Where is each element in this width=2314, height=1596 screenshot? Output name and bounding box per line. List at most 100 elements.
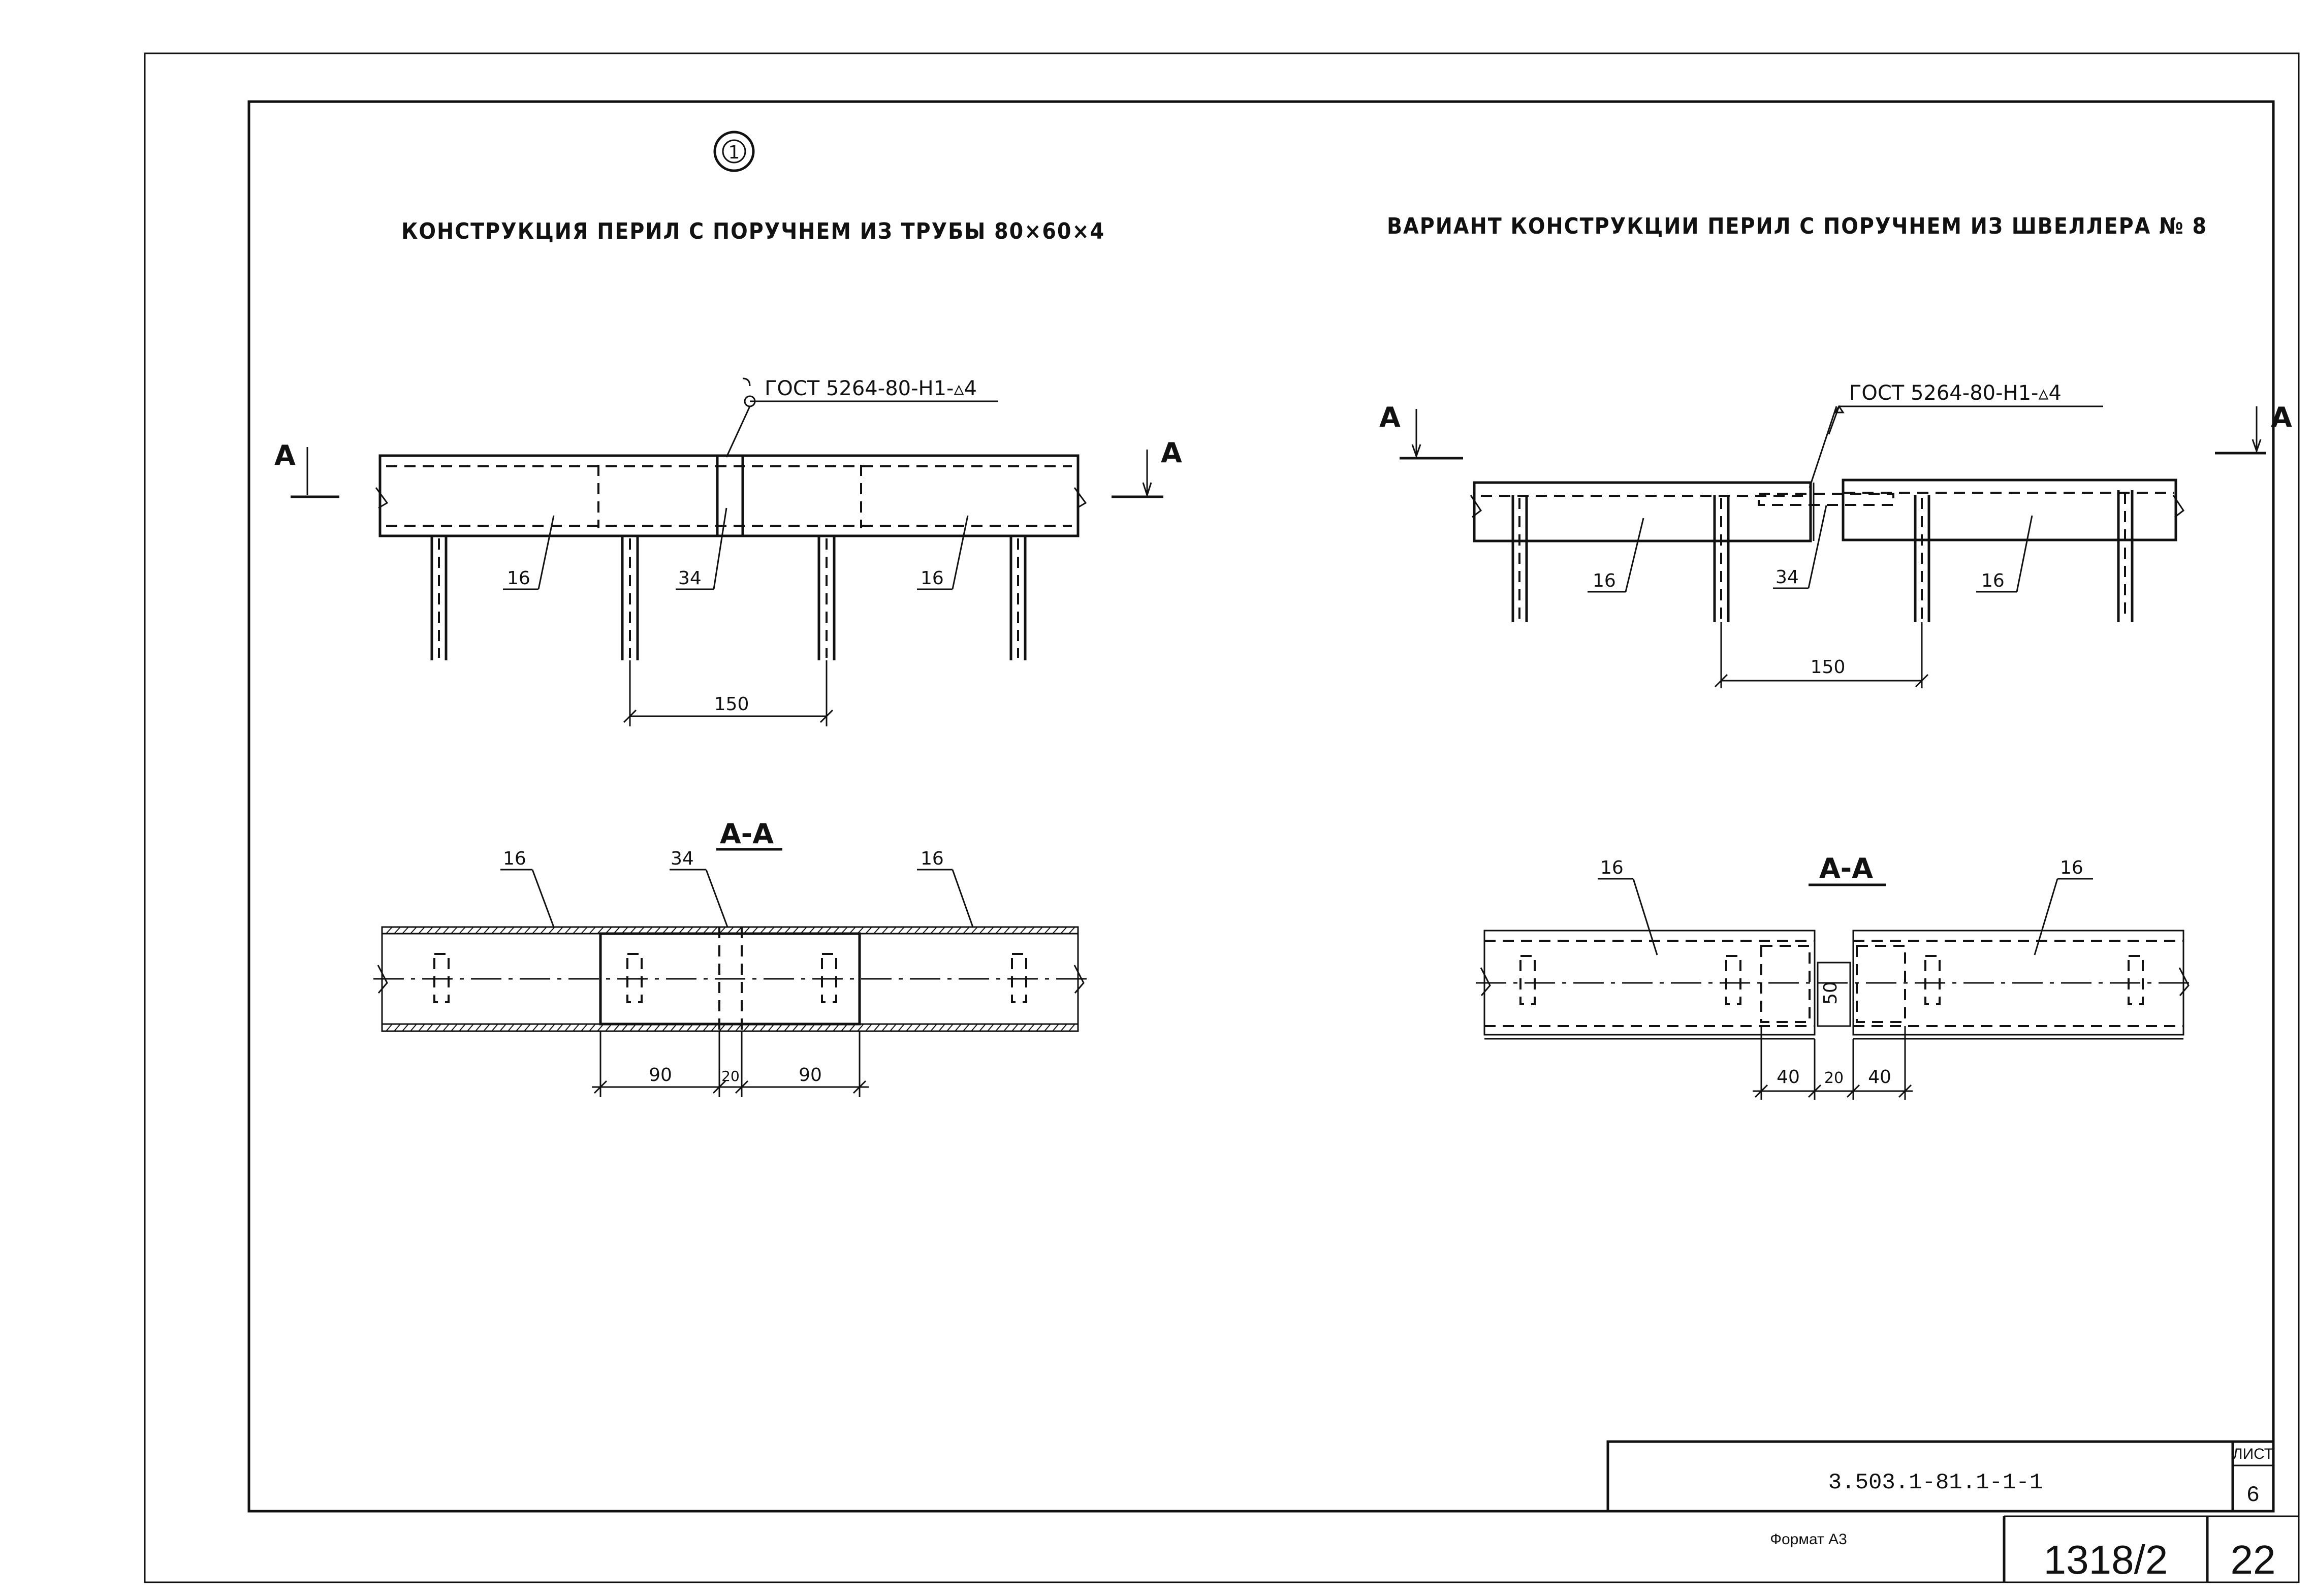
- detail-marker: 1: [713, 131, 755, 172]
- hatch-line: [451, 1024, 458, 1032]
- hatch-line: [873, 927, 880, 934]
- left-section-marker-a-left: А: [274, 439, 339, 498]
- archive-number: 1318/2: [2044, 1537, 2168, 1582]
- hatch-line: [451, 927, 458, 934]
- callout-label: 16: [507, 568, 530, 589]
- dimension-label: 20: [721, 1068, 740, 1084]
- callout-label: 16: [503, 848, 526, 869]
- hatch-line: [1003, 927, 1010, 934]
- hatch-line: [548, 927, 555, 934]
- hatch-line: [483, 927, 490, 934]
- hatch-line: [556, 927, 563, 934]
- hatch-line: [955, 927, 962, 934]
- left-elev-dimension: 150: [623, 660, 834, 726]
- hatch-line: [881, 927, 889, 934]
- hatch-line: [930, 1024, 937, 1032]
- hatch-line: [1060, 927, 1067, 934]
- format-label: Формат А3: [1770, 1531, 1847, 1548]
- hatch-line: [556, 1024, 563, 1032]
- hatch-line: [1052, 1024, 1059, 1032]
- hatch-line: [898, 1024, 905, 1032]
- hatch-line: [597, 927, 604, 934]
- hatch-line: [589, 1024, 596, 1032]
- hatch-line: [508, 1024, 515, 1032]
- hatch-line: [581, 1024, 588, 1032]
- right-section-dimensions: 40 20 40: [1753, 1026, 1913, 1100]
- section-letter: А: [1379, 401, 1401, 433]
- left-sec-callout-1: 16: [500, 848, 555, 928]
- hatch-line: [971, 1024, 978, 1032]
- right-section-slots: [1519, 955, 2144, 1005]
- hatch-line: [394, 1024, 401, 1032]
- document-code: 3.503.1-81.1-1-1: [1828, 1470, 2043, 1495]
- hatch-line: [865, 927, 872, 934]
- callout-label: 16: [1593, 570, 1616, 591]
- hatch-line: [898, 927, 905, 934]
- hatch-line: [1028, 927, 1035, 934]
- hatch-line: [573, 1024, 580, 1032]
- callout-label: 16: [1981, 570, 2005, 591]
- right-sec-callout-1: 16: [1598, 857, 1658, 955]
- hatch-line: [1003, 1024, 1010, 1032]
- hatch-line: [589, 927, 596, 934]
- sheet-number: 6: [2246, 1483, 2260, 1508]
- hatch-line: [564, 1024, 572, 1032]
- right-section: А-А 50 16: [1476, 852, 2192, 1100]
- sheet-label: ЛИСТ: [2233, 1446, 2273, 1462]
- callout-label: 16: [921, 568, 944, 589]
- hatch-line: [995, 1024, 1002, 1032]
- hatch-line: [914, 927, 921, 934]
- left-elev-callout-3: 16: [917, 515, 969, 590]
- hatch-line: [434, 927, 441, 934]
- hatch-line: [1036, 927, 1043, 934]
- hatch-line: [1068, 927, 1075, 934]
- hatch-line: [922, 927, 929, 934]
- hatch-line: [890, 927, 897, 934]
- title-block: 3.503.1-81.1-1-1 ЛИСТ 6 Формат А3: [1606, 1440, 2275, 1548]
- left-elev-callout-2: 34: [676, 507, 727, 590]
- detail-marker-number: 1: [728, 142, 740, 163]
- section-letter: А: [1161, 437, 1182, 469]
- inner-frame: [247, 100, 2275, 1513]
- hatch-line: [979, 927, 986, 934]
- hatch-line: [1036, 1024, 1043, 1032]
- hatch-line: [906, 1024, 913, 1032]
- hatch-line: [979, 1024, 986, 1032]
- callout-label: 16: [921, 848, 944, 869]
- hatch-line: [442, 1024, 450, 1032]
- hatch-line: [1052, 927, 1059, 934]
- hatch-line: [971, 927, 978, 934]
- callout-label: 34: [678, 568, 702, 589]
- left-section: А-А 16 34: [373, 818, 1087, 1097]
- right-title: ВАРИАНТ КОНСТРУКЦИИ ПЕРИЛ С ПОРУЧНЕМ ИЗ …: [1387, 213, 2207, 239]
- hatch-line: [459, 927, 466, 934]
- left-weld-note: ГОСТ 5264-80-Н1-▵4: [765, 377, 977, 400]
- outer-border: [144, 52, 2300, 1583]
- right-sec-callout-2: 16: [2034, 857, 2093, 955]
- right-rail-right: [1842, 478, 2177, 541]
- hatch-line: [516, 1024, 523, 1032]
- hatch-line: [946, 927, 954, 934]
- left-section-marker-a-right: А: [1112, 437, 1182, 498]
- hatch-line: [386, 1024, 393, 1032]
- hatch-line: [467, 927, 474, 934]
- right-section-marker-a-left: А: [1379, 401, 1463, 460]
- hatch-line: [442, 927, 450, 934]
- hatch-line: [1020, 1024, 1027, 1032]
- callout-label: 16: [1600, 857, 1624, 878]
- dimension-label: 40: [1868, 1067, 1891, 1088]
- hatch-line: [987, 927, 994, 934]
- hatch-line: [1068, 1024, 1075, 1032]
- right-elev-callout-1: 16: [1588, 518, 1644, 593]
- hatch-line: [540, 927, 547, 934]
- left-sec-callout-2: 34: [670, 848, 728, 928]
- hatch-line: [548, 1024, 555, 1032]
- hatch-line: [881, 1024, 889, 1032]
- hatch-line: [402, 927, 409, 934]
- dimension-label: 40: [1777, 1067, 1800, 1088]
- hatch-line: [524, 1024, 531, 1032]
- hatch-line: [1028, 1024, 1035, 1032]
- hatch-line: [946, 1024, 954, 1032]
- hatch-line: [508, 927, 515, 934]
